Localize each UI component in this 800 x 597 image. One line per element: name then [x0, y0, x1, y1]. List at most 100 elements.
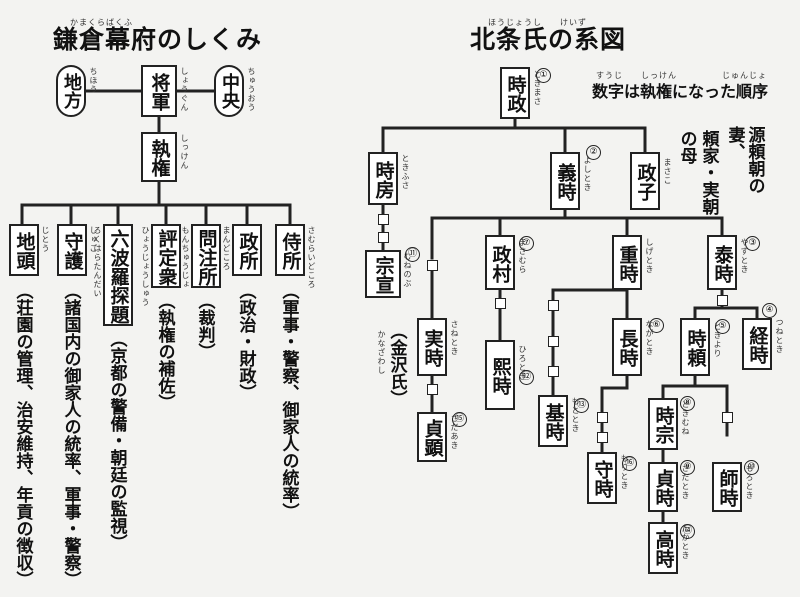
generation-marker: [427, 260, 438, 271]
person-sadaaki: 貞顕: [417, 412, 447, 462]
office-hyoujoushu-ruby: ひょうじょうしゅう: [141, 226, 150, 307]
generation-marker: [548, 366, 559, 377]
order-badge-11: ⑪: [405, 247, 420, 262]
person-nagatoki: 長時: [612, 318, 642, 376]
order-badge-16: ⑯: [622, 456, 637, 471]
person-sadatoki: 貞時: [648, 462, 678, 512]
person-takatoki-ruby: たかとき: [681, 524, 690, 560]
office-rokuhara-desc: （京都の警備・朝廷の監視）: [106, 330, 127, 551]
side-note-line2: 妻、: [724, 126, 745, 160]
node-shogun: 将軍: [141, 65, 177, 117]
order-badge-3: ③: [745, 236, 760, 251]
order-badge-5: ⑤: [715, 319, 730, 334]
person-masako: 政子: [630, 152, 660, 210]
person-takatoki: 高時: [648, 522, 678, 574]
right-title-ruby: ほうじょうし けいず: [488, 18, 587, 27]
office-shugo: 守護: [57, 224, 87, 276]
person-tokiyori-ruby: ときより: [713, 322, 722, 358]
order-badge-1: ①: [536, 68, 551, 83]
person-tokimune-ruby: ときむね: [681, 400, 690, 436]
side-note-line3: 頼家・実朝: [698, 130, 719, 215]
office-shugo-ruby: しゅご: [89, 226, 98, 253]
office-jitou-desc: （荘園の管理、治安維持、年貢の徴収）: [12, 282, 33, 588]
generation-marker: [548, 336, 559, 347]
person-sadatoki-ruby: さだとき: [681, 464, 690, 500]
order-badge-12: ⑫: [519, 370, 534, 385]
node-chihou-ruby: ちほう: [89, 67, 98, 94]
office-monchuujo: 問注所: [191, 224, 221, 288]
person-morotoki-ruby: もろとき: [745, 464, 754, 500]
generation-marker: [597, 412, 608, 423]
person-nagatoki-ruby: ながとき: [645, 320, 654, 356]
person-moritoki-ruby: もりとき: [620, 454, 629, 490]
generation-marker: [722, 412, 733, 423]
person-tokiyori: 時頼: [680, 318, 710, 376]
order-badge-9: ⑨: [680, 460, 695, 475]
person-mototoki: 基時: [538, 395, 568, 447]
node-chuou-ruby: ちゅうおう: [247, 67, 256, 112]
person-moritoki: 守時: [587, 452, 617, 504]
generation-marker: [378, 232, 389, 243]
person-morotoki: 師時: [712, 462, 742, 512]
node-chihou: 地方: [56, 65, 86, 117]
office-samuraidokoro: 侍所: [275, 224, 305, 276]
person-shigetoki: 重時: [612, 235, 642, 290]
person-tokimune: 時宗: [648, 398, 678, 450]
office-mandokoro-ruby: まんどころ: [222, 226, 231, 271]
office-rokuhara: 六波羅探題: [103, 224, 133, 326]
person-munenobu-ruby: むねのぶ: [403, 252, 412, 288]
person-masamura: 政村: [485, 235, 515, 290]
person-yoshitoki-ruby: よしとき: [583, 156, 592, 192]
office-hyoujoushu-desc: （執権の補佐）: [154, 292, 175, 411]
office-monchuujo-ruby: もんちゅうじょ: [181, 226, 190, 289]
person-shigetoki-ruby: しげとき: [645, 238, 654, 274]
person-tsunetoki-ruby: つねとき: [775, 318, 784, 354]
office-mandokoro: 政所: [232, 224, 262, 276]
kanazawa-clan-label: （金沢氏）: [386, 322, 407, 407]
order-badge-8: ⑧: [680, 396, 695, 411]
office-samuraidokoro-ruby: さむらいどころ: [307, 226, 316, 289]
order-note: 数字は執権になった順序: [592, 82, 769, 101]
order-badge-14: ⑭: [680, 524, 695, 539]
person-sanetoki-ruby: さねとき: [450, 320, 459, 356]
order-badge-15: ⑮: [452, 412, 467, 427]
person-munenobu: 宗宣: [365, 250, 401, 298]
person-yoshitoki: 義時: [550, 152, 580, 210]
right-title: 北条氏の系図: [470, 25, 627, 54]
order-badge-13: ⑬: [574, 398, 589, 413]
office-shugo-desc: （諸国内の御家人の統率、軍事・警察）: [60, 282, 81, 588]
person-sanetoki: 実時: [417, 318, 447, 376]
person-tokifusa: 時房: [368, 152, 398, 205]
order-badge-2: ②: [586, 145, 601, 160]
order-note-ruby: すうじ しっけん じゅんじょ: [596, 71, 767, 80]
node-shogun-ruby: しょうぐん: [180, 67, 189, 112]
person-masamura-ruby: まさむら: [518, 238, 527, 274]
generation-marker: [378, 214, 389, 225]
person-masako-ruby: まさこ: [663, 158, 672, 185]
left-title: 鎌倉幕府のしくみ: [53, 25, 263, 54]
person-tsunetoki: 経時: [742, 318, 772, 370]
person-tokimasa: 時政: [500, 67, 530, 119]
office-jitou: 地頭: [9, 224, 39, 276]
order-badge-7: ⑦: [519, 236, 534, 251]
office-mandokoro-desc: （政治・財政）: [235, 282, 256, 401]
person-yasutoki: 泰時: [707, 235, 737, 290]
order-badge-4: ④: [762, 303, 777, 318]
person-yasutoki-ruby: やすとき: [740, 238, 749, 274]
order-badge-10: ⑩: [744, 460, 759, 475]
order-badge-6: ⑥: [649, 318, 664, 333]
left-title-ruby: かまくらばくふ: [70, 18, 133, 27]
person-hirotoki-ruby: ひろとき: [518, 345, 527, 381]
office-hyoujoushu: 評定衆: [151, 224, 181, 288]
generation-marker: [548, 300, 559, 311]
generation-marker: [717, 295, 728, 306]
generation-marker: [427, 384, 438, 395]
office-jitou-ruby: じとう: [41, 226, 50, 253]
person-hirotoki: 熙時: [485, 340, 515, 410]
side-note-line4: の母: [676, 130, 697, 164]
node-shikken-ruby: しっけん: [180, 134, 189, 170]
person-tokifusa-ruby: ときふさ: [401, 154, 410, 190]
generation-marker: [495, 298, 506, 309]
office-rokuhara-ruby: ろくはらたんだい: [93, 226, 102, 298]
side-note-line1: 源頼朝の: [744, 126, 765, 194]
